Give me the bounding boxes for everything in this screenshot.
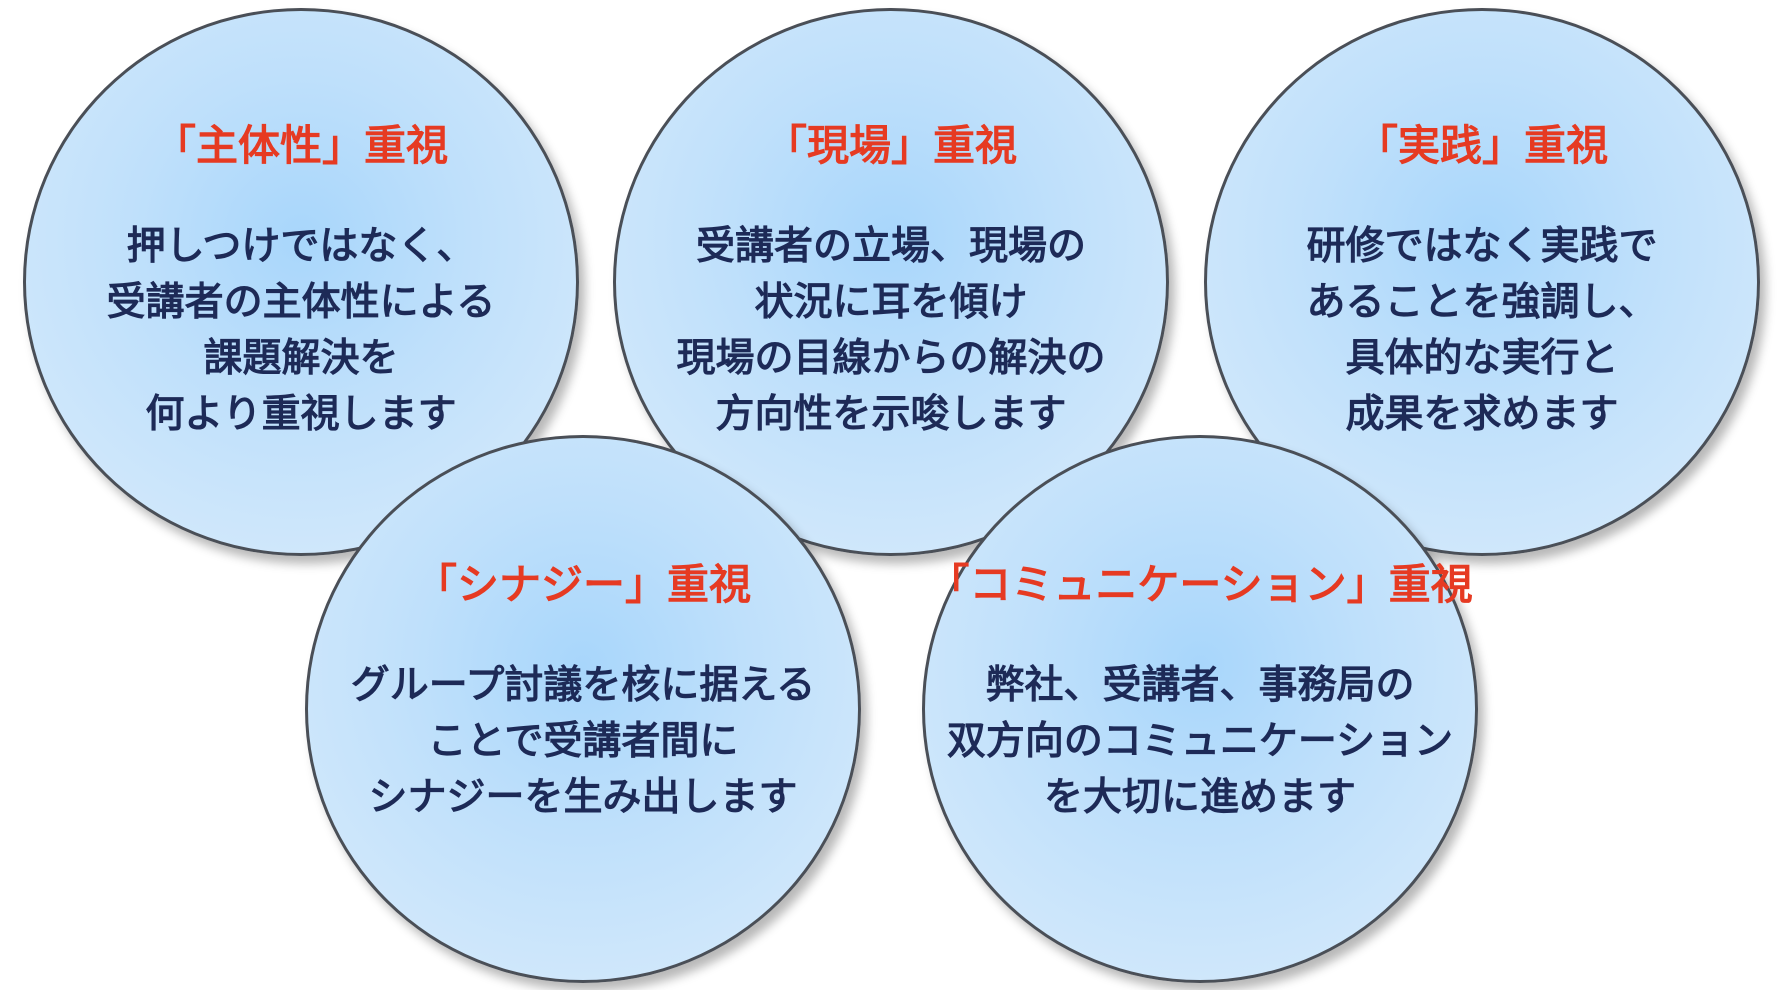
description-line: 双方向のコミュニケーション: [946, 719, 1454, 764]
circle-communication: 「コミュニケーション」重視 弊社、受講者、事務局の 双方向のコミュニケーション …: [922, 435, 1478, 983]
circle-description: 受講者の立場、現場の 状況に耳を傾け 現場の目線からの解決の 方向性を示唆します: [676, 219, 1105, 443]
description-line: を大切に進めます: [1043, 775, 1356, 820]
description-line: ことで受講者間に: [427, 719, 739, 764]
description-line: 課題解決を: [203, 336, 399, 381]
description-line: 方向性を示唆します: [715, 392, 1067, 437]
description-line: あることを強調し、: [1306, 280, 1658, 325]
description-line: 成果を求めます: [1345, 392, 1619, 437]
circle-title: 「コミュニケーション」重視: [927, 560, 1473, 609]
circle-description: 研修ではなく実践で あることを強調し、 具体的な実行と 成果を求めます: [1306, 219, 1657, 443]
circle-title: 「実践」重視: [1355, 121, 1608, 170]
description-line: 受講者の立場、現場の: [695, 224, 1086, 269]
description-line: シナジーを生み出します: [368, 775, 798, 820]
circle-subjectivity: 「主体性」重視 押しつけではなく、 受講者の主体性による 課題解決を 何より重視…: [23, 8, 579, 556]
circle-description: 弊社、受講者、事務局の 双方向のコミュニケーション を大切に進めます: [947, 658, 1453, 826]
description-line: 現場の目線からの解決の: [676, 336, 1106, 381]
circle-synergy: 「シナジー」重視 グループ討議を核に据える ことで受講者間に シナジーを生み出し…: [305, 435, 861, 983]
description-line: 押しつけではなく、: [126, 224, 476, 269]
circle-description: グループ討議を核に据える ことで受講者間に シナジーを生み出します: [351, 658, 816, 826]
description-line: 具体的な実行と: [1345, 336, 1619, 381]
description-line: 研修ではなく実践で: [1306, 224, 1658, 269]
description-line: 何より重視します: [145, 392, 457, 437]
circle-title: 「シナジー」重視: [414, 560, 751, 609]
circle-title: 「現場」重視: [764, 121, 1017, 170]
description-line: 状況に耳を傾け: [754, 280, 1028, 325]
circle-description: 押しつけではなく、 受講者の主体性による 課題解決を 何より重視します: [107, 219, 496, 443]
description-line: グループ討議を核に据える: [350, 663, 816, 708]
description-line: 弊社、受講者、事務局の: [985, 663, 1415, 708]
circle-title: 「主体性」重視: [153, 121, 448, 170]
description-line: 受講者の主体性による: [106, 280, 496, 325]
